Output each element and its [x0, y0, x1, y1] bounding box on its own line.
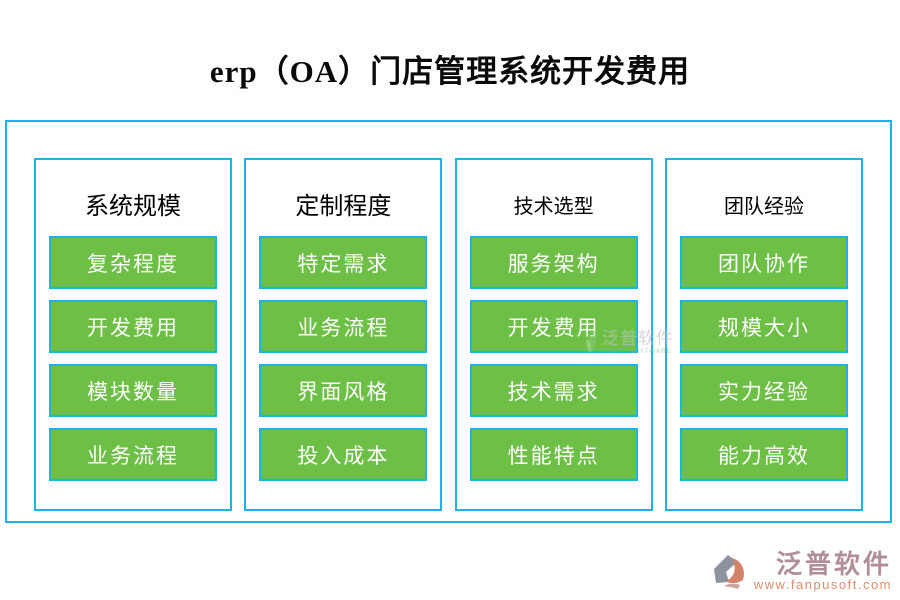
diagram-node: 开发费用 [469, 300, 638, 353]
column-tech-selection: 技术选型 服务架构 开发费用 技术需求 性能特点 [454, 158, 653, 511]
diagram-node: 开发费用 [49, 300, 217, 353]
brand-name: 泛普软件 [775, 550, 892, 579]
diagram-node: 投入成本 [259, 428, 428, 481]
diagram-node: 模块数量 [49, 364, 217, 417]
diagram-node: 业务流程 [259, 300, 428, 353]
brand-footer: 泛普软件 www.fanpusoft.com [711, 551, 892, 592]
diagram-node: 技术需求 [469, 364, 638, 417]
column-team-experience: 团队经验 团队协作 规模大小 实力经验 能力高效 [664, 158, 863, 511]
fanpu-logo-icon [713, 555, 744, 589]
diagram-node: 性能特点 [469, 428, 638, 481]
column-header: 团队经验 [723, 196, 804, 218]
page-title: erp（OA）门店管理系统开发费用 [209, 54, 691, 89]
diagram-node: 界面风格 [259, 364, 428, 417]
diagram-node: 复杂程度 [49, 236, 217, 289]
diagram-outer-frame: 系统规模 复杂程度 开发费用 模块数量 业务流程 定制程度 特定需求 业务流程 … [5, 120, 892, 523]
column-header: 定制程度 [295, 194, 392, 220]
column-header: 技术选型 [513, 196, 594, 218]
diagram-node: 能力高效 [679, 428, 848, 481]
column-system-scale: 系统规模 复杂程度 开发费用 模块数量 业务流程 [34, 158, 232, 511]
column-header: 系统规模 [85, 194, 181, 220]
diagram-node: 规模大小 [679, 300, 848, 353]
diagram-node: 特定需求 [259, 236, 428, 289]
diagram-node: 团队协作 [679, 236, 848, 289]
diagram-node: 业务流程 [49, 428, 217, 481]
diagram-node: 实力经验 [679, 364, 848, 417]
diagram-node: 服务架构 [469, 236, 638, 289]
brand-url: www.fanpusoft.com [753, 577, 892, 592]
column-customization: 定制程度 特定需求 业务流程 界面风格 投入成本 [244, 158, 443, 511]
